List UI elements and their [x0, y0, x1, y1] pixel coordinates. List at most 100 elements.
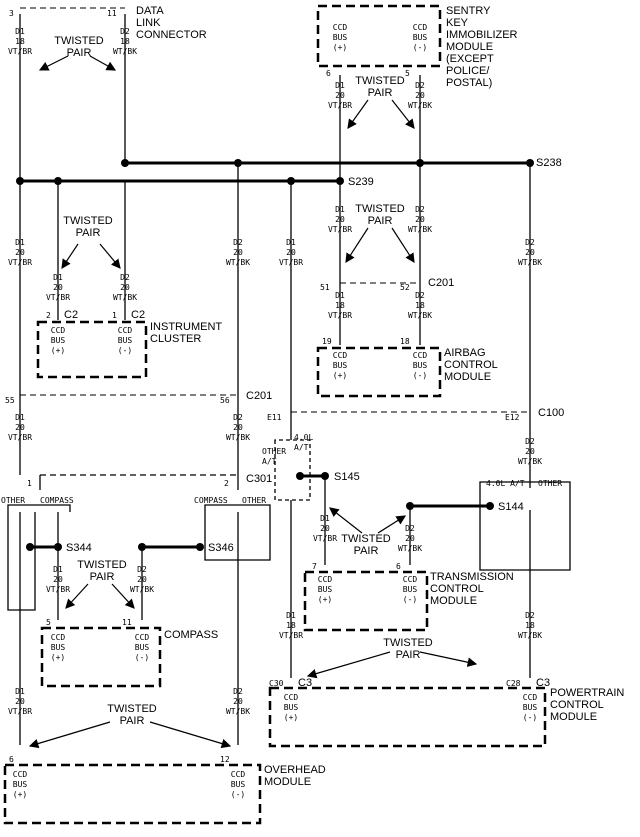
cluster-pin-right: 1	[112, 311, 117, 320]
option-compass-left: COMPASS	[40, 496, 74, 505]
pin-52: 52	[400, 283, 410, 292]
pin-2: 2	[224, 479, 229, 488]
pin-56: 56	[220, 396, 230, 405]
overhead-pin-right: 12	[220, 755, 230, 764]
skim-pin-left: 6	[326, 69, 331, 78]
connector-dashes	[7, 7, 571, 611]
overhead-pin-left: 6	[9, 755, 14, 764]
tcm-pin-right: 6	[396, 562, 401, 571]
module-boxes	[3, 4, 547, 825]
pcm-connector-right: C3	[536, 677, 550, 689]
option-40l-at: 4.0L A/T	[486, 479, 525, 488]
pin-1: 1	[27, 479, 32, 488]
option-other-tcm: OTHER	[538, 479, 562, 488]
skim-pin-right: 5	[405, 69, 410, 78]
compass-name: COMPASS	[164, 629, 218, 641]
bus-lines	[20, 161, 530, 549]
splice-dots	[16, 159, 534, 551]
compass-pin-right: 11	[122, 618, 132, 627]
pin-55: 55	[5, 396, 15, 405]
pin-e12: E12	[505, 413, 520, 422]
option-other-left: OTHER	[1, 496, 25, 505]
dlc-pin-left: 3	[9, 9, 14, 18]
cluster-connector-left: C2	[64, 309, 78, 321]
airbag-pin-right: 18	[400, 337, 410, 346]
cluster-connector-right: C2	[131, 309, 145, 321]
splice-s239: S239	[348, 176, 374, 188]
splice-s144: S144	[498, 501, 524, 513]
splice-s346: S346	[208, 542, 234, 554]
pcm-pin-left: C30	[269, 679, 284, 688]
splice-s238: S238	[536, 157, 562, 169]
connector-c201-upper: C201	[428, 277, 454, 289]
splice-s344: S344	[66, 542, 92, 554]
splice-s145: S145	[334, 471, 360, 483]
option-compass-right: COMPASS	[194, 496, 228, 505]
twisted-pair-arrows	[28, 55, 478, 749]
pin-51: 51	[320, 283, 330, 292]
connector-c100: C100	[538, 407, 564, 419]
pin-e11: E11	[267, 413, 282, 422]
cluster-pin-left: 2	[46, 311, 51, 320]
pcm-connector-left: C3	[298, 677, 312, 689]
connector-c301: C301	[246, 473, 272, 485]
pcm-pin-right: C28	[506, 679, 521, 688]
wire-runs	[19, 14, 531, 745]
